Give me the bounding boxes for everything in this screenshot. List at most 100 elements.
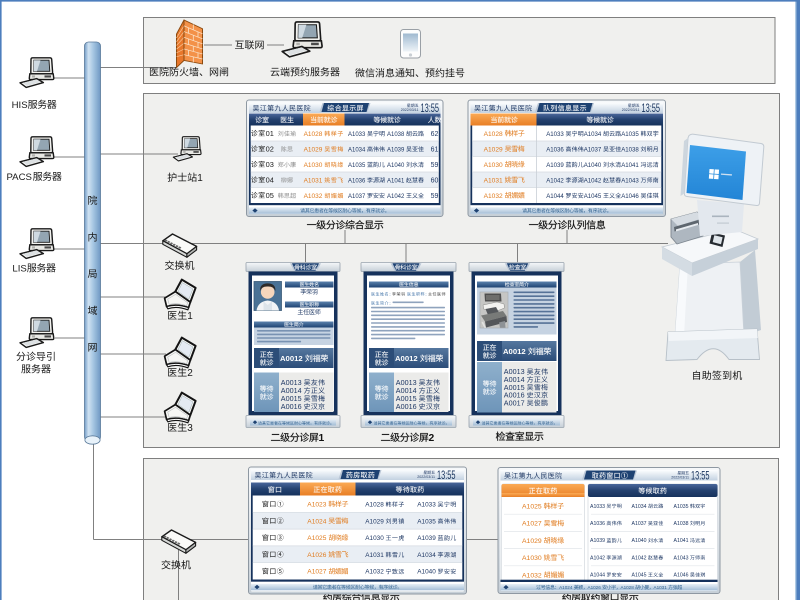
svg-text:A1027: A1027 [522,521,542,528]
svg-text:A1032: A1032 [304,193,323,200]
svg-text:A1042: A1042 [584,177,602,184]
svg-text:A0016: A0016 [504,391,525,400]
svg-text:1: 1 [187,311,193,322]
svg-text:A1025: A1025 [307,535,326,542]
svg-text:A1040: A1040 [632,538,647,544]
svg-text:2022/03/11: 2022/03/11 [622,108,640,112]
svg-text:A0017: A0017 [504,398,525,407]
svg-text:2022/03/11: 2022/03/11 [417,475,435,479]
svg-text:A1026: A1026 [307,552,326,559]
svg-text:A1042: A1042 [590,555,605,561]
svg-text:59: 59 [431,162,439,169]
svg-text:3: 3 [187,423,193,434]
svg-text:A0015: A0015 [281,394,302,403]
svg-text:A1031: A1031 [365,552,384,559]
svg-text:A1030: A1030 [522,555,542,562]
svg-text:A0012: A0012 [503,347,526,356]
svg-text:A1031: A1031 [654,585,668,590]
svg-text:A1031: A1031 [484,177,503,184]
svg-text:A1028: A1028 [484,131,503,138]
svg-text:60: 60 [431,177,439,184]
svg-text:A1028: A1028 [621,585,635,590]
svg-text:A0015: A0015 [396,394,417,403]
svg-text:2022/03/11: 2022/03/11 [671,475,689,479]
svg-text:LIS: LIS [12,264,26,275]
svg-text:61: 61 [431,146,439,153]
svg-text:A1040: A1040 [584,162,602,169]
svg-text:A1036: A1036 [546,146,564,153]
svg-text:A0012: A0012 [395,354,418,363]
svg-text:13:55: 13:55 [691,471,710,483]
svg-text:PACS: PACS [7,172,32,183]
svg-text:A1032: A1032 [484,193,503,200]
svg-text:01: 01 [266,129,274,138]
svg-text:A1035: A1035 [621,131,639,138]
svg-text:62: 62 [431,131,439,138]
svg-text:A1045: A1045 [584,193,602,200]
svg-text:A1024: A1024 [307,518,326,525]
svg-text:A1041: A1041 [674,538,689,544]
svg-text:A1043: A1043 [621,177,639,184]
svg-text:A1027: A1027 [307,569,326,576]
svg-text:04: 04 [266,175,274,184]
svg-text:A1030: A1030 [484,162,503,169]
svg-text:A1039: A1039 [590,538,605,544]
svg-text:A1041: A1041 [387,178,405,184]
svg-text:A1035: A1035 [348,163,366,169]
svg-text:13:55: 13:55 [437,470,456,482]
svg-text:A1034: A1034 [584,131,602,138]
svg-text:A1041: A1041 [621,162,639,169]
svg-text:A0013: A0013 [396,378,417,387]
svg-text:A1024: A1024 [559,585,573,590]
svg-text:A1046: A1046 [621,193,639,200]
svg-text:HIS: HIS [12,100,28,111]
svg-text:A0014: A0014 [504,375,525,384]
svg-text:A1036: A1036 [590,521,605,527]
svg-text:A1025: A1025 [522,504,542,511]
svg-text:A1038: A1038 [621,146,639,153]
svg-text:A1030: A1030 [365,535,384,542]
svg-text:A1028: A1028 [304,131,323,138]
svg-text:A0013: A0013 [281,378,302,387]
svg-text:A1032: A1032 [522,572,542,579]
svg-text:A1038: A1038 [387,132,405,138]
svg-text:A1044: A1044 [590,573,605,579]
svg-text:A1040: A1040 [417,569,436,576]
svg-text:A1036: A1036 [348,178,366,184]
svg-text:1: 1 [197,173,203,184]
svg-text:A1035: A1035 [417,518,436,525]
svg-text:A1039: A1039 [546,162,564,169]
svg-text:A1033: A1033 [348,132,366,138]
svg-text:A1037: A1037 [348,194,366,200]
svg-text:A1039: A1039 [387,147,405,153]
svg-text:A1034: A1034 [417,552,436,559]
svg-text:A1031: A1031 [304,177,323,184]
svg-text:A1028: A1028 [365,502,384,509]
svg-text:A0015: A0015 [504,383,525,392]
svg-text:A1040: A1040 [387,163,405,169]
svg-text:A0012: A0012 [280,354,303,363]
svg-text:A1029: A1029 [304,146,323,153]
svg-text:A1038: A1038 [674,521,689,527]
svg-text:A1033: A1033 [546,131,564,138]
svg-text:A1037: A1037 [632,521,647,527]
svg-text:13:55: 13:55 [642,103,661,115]
svg-text:A1042: A1042 [387,194,405,200]
svg-text:A0016: A0016 [281,402,302,411]
svg-text:A1033: A1033 [417,502,436,509]
svg-text:A1046: A1046 [674,573,689,579]
svg-text:A1042: A1042 [632,555,647,561]
svg-text:A1029: A1029 [522,538,542,545]
svg-text:A1034: A1034 [348,147,366,153]
svg-text:A0014: A0014 [281,386,302,395]
svg-text:2: 2 [429,433,435,444]
svg-text:2022/03/11: 2022/03/11 [401,108,419,112]
svg-text:A0013: A0013 [504,367,525,376]
svg-text:A1032: A1032 [365,569,384,576]
svg-text:A1029: A1029 [365,518,384,525]
svg-text:A1033: A1033 [590,504,605,510]
svg-text:A1042: A1042 [546,177,564,184]
svg-text:A1035: A1035 [674,504,689,510]
svg-text:A0014: A0014 [396,386,417,395]
svg-text:A1023: A1023 [307,502,326,509]
